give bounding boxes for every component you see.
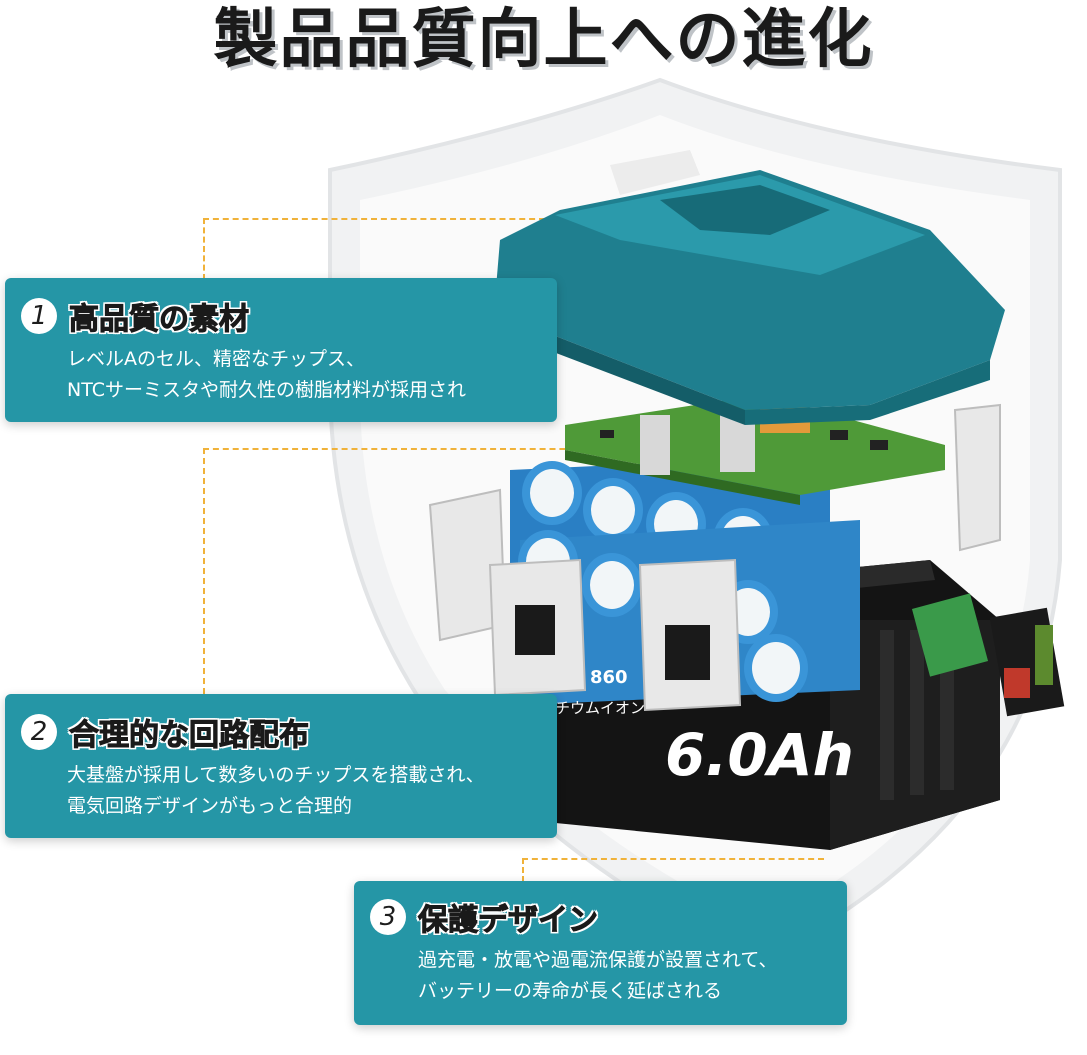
feature-text-1-line-2: NTCサーミスタや耐久性の樹脂材料が採用され [67,379,466,401]
feature-title-2: 合理的な回路配布 [69,718,310,754]
feature-number-3: 3 [370,899,406,935]
battery-capacity-text: 6.0Ah [665,721,854,789]
feature-text-1-line-1: レベルAのセル、精密なチップス、 [67,348,365,370]
battery-type-text: リチウムイオン [540,699,645,717]
feature-number-2: 2 [21,714,57,750]
battery-model-text: 860 [590,667,628,688]
feature-card-3: 3 保護デザイン 過充電・放電や過電流保護が設置されて、 バッテリーの寿命が長く… [354,881,847,1025]
nickel-strips [428,403,1001,712]
top-housing [490,150,1005,425]
feature-text-3-line-2: バッテリーの寿命が長く延ばされる [418,980,723,1002]
feature-card-1: 1 高品質の素材 レベルAのセル、精密なチップス、 NTCサーミスタや耐久性の樹… [5,278,557,422]
feature-text-2-line-1: 大基盤が採用して数多いのチップスを搭載され、 [67,764,485,786]
feature-text-3-line-1: 過充電・放電や過電流保護が設置されて、 [418,949,778,971]
connector-line-2 [203,448,605,694]
connector-line-3 [522,858,824,882]
feature-number-1: 1 [21,298,57,334]
page-title: 製品品質向上への進化 [213,3,874,77]
feature-card-2: 2 合理的な回路配布 大基盤が採用して数多いのチップスを搭載され、 電気回路デザ… [5,694,557,838]
feature-title-1: 高品質の素材 [69,302,250,338]
connector-line-1 [203,218,545,280]
feature-title-3: 保護デザイン [418,903,599,939]
feature-text-2-line-2: 電気回路デザインがもっと合理的 [67,795,353,817]
